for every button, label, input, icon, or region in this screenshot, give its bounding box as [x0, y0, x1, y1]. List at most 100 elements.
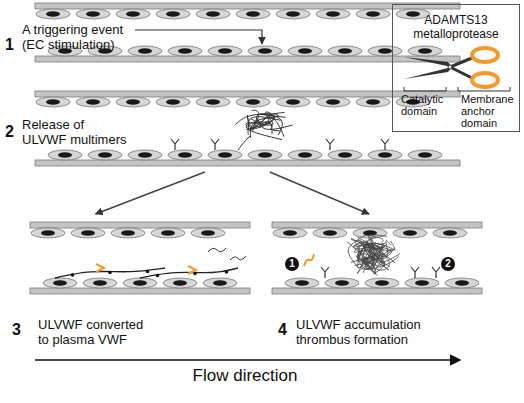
domain-label: Catalytic domain [401, 93, 451, 117]
receptor-symbol [411, 267, 419, 278]
callout-circle [285, 257, 299, 271]
endothelial-cell [83, 278, 117, 288]
adamts13-fragment [304, 254, 314, 266]
endothelial-cell [325, 278, 359, 288]
cell-nucleus [295, 280, 309, 286]
endothelial-cell [88, 150, 122, 160]
vwf-fragment [230, 256, 246, 260]
receptor-symbol [211, 139, 219, 150]
cell-nucleus [326, 99, 340, 105]
endothelial-cell [408, 46, 442, 56]
vwf-strand [371, 237, 384, 249]
cell-nucleus [126, 99, 140, 105]
domain-label: Membrane anchor domain [461, 93, 517, 129]
endothelial-cell [368, 150, 402, 160]
vwf-strand [251, 112, 285, 125]
vessel-wall [35, 91, 460, 97]
endothelial-cell [151, 228, 185, 238]
endothelial-cell [445, 278, 479, 288]
domain-bracket [458, 87, 510, 91]
scissors-blade [404, 67, 452, 79]
adamts13-symbol [96, 264, 104, 272]
vwf-strand [238, 136, 250, 150]
cell-nucleus [218, 48, 232, 54]
endothelial-cell [248, 150, 282, 160]
scissors-symbol [404, 48, 498, 87]
cell-nucleus [41, 230, 55, 236]
endothelial-cell [288, 150, 322, 160]
receptor-symbol [171, 139, 179, 150]
cell-nucleus [46, 11, 60, 17]
vessel-wall [30, 222, 250, 228]
endothelial-cell [328, 150, 362, 160]
endothelial-cell [236, 97, 270, 107]
vwf-fragment [208, 248, 226, 252]
cell-nucleus [418, 152, 432, 158]
vwf-strand [358, 243, 394, 274]
endothelial-cell [316, 9, 350, 19]
vwf-multimer-tangle [235, 110, 292, 139]
cell-nucleus [121, 230, 135, 236]
endothelial-cell [236, 9, 270, 19]
endothelial-cell [48, 150, 82, 160]
cell-nucleus [86, 99, 100, 105]
cell-nucleus [218, 152, 232, 158]
endothelial-cell [123, 278, 157, 288]
vessel-wall [35, 160, 460, 166]
flow-label: Flow direction [150, 366, 340, 386]
cell-nucleus [178, 48, 192, 54]
endothelial-cell [196, 9, 230, 19]
endothelial-cell [405, 278, 439, 288]
platelet-dot [71, 273, 75, 277]
endothelial-cell [393, 228, 427, 238]
cell-nucleus [161, 230, 175, 236]
key-box: ADAMTS13 metalloproteaseCatalytic domain… [392, 4, 520, 132]
endothelial-cell [356, 97, 390, 107]
vwf-strand [368, 247, 392, 266]
receptor-symbol [381, 139, 389, 150]
endothelial-cell [208, 46, 242, 56]
cell-nucleus [335, 280, 349, 286]
endothelial-cell [356, 9, 390, 19]
cell-nucleus [286, 99, 300, 105]
vwf-strand [249, 117, 285, 137]
cell-nucleus [246, 11, 260, 17]
process-panel: 1A triggering event (EC stimulation) [0, 0, 470, 68]
scissors-blade [404, 57, 452, 67]
cell-nucleus [338, 48, 352, 54]
cell-nucleus [46, 99, 60, 105]
step-caption: ULVWF converted to plasma VWF [38, 317, 150, 347]
callout-number: 1 [285, 257, 299, 271]
vessel-wall [35, 56, 460, 62]
endothelial-cell [208, 150, 242, 160]
endothelial-cell [43, 278, 77, 288]
cell-nucleus [201, 230, 215, 236]
endothelial-cell [163, 278, 197, 288]
endothelial-cell [353, 228, 387, 238]
process-panel: 4ULVWF accumulation thrombus formation [268, 214, 483, 348]
cell-nucleus [323, 230, 337, 236]
cell-nucleus [246, 99, 260, 105]
endothelial-cell [365, 278, 399, 288]
endothelial-cell [203, 278, 237, 288]
cell-nucleus [443, 230, 457, 236]
flow-arrow [35, 359, 452, 361]
vessel-wall [272, 288, 482, 294]
endothelial-cell [433, 228, 467, 238]
step-number: 1 [5, 36, 21, 54]
blood-vessel [35, 91, 460, 166]
step-caption: A triggering event (EC stimulation) [22, 22, 137, 52]
cell-nucleus [366, 11, 380, 17]
endothelial-cell [191, 228, 225, 238]
blood-vessel [272, 222, 482, 294]
key-title: ADAMTS13 metalloprotease [400, 13, 512, 41]
cell-nucleus [206, 99, 220, 105]
cell-nucleus [406, 11, 420, 17]
cell-nucleus [81, 230, 95, 236]
endothelial-cell [111, 228, 145, 238]
step-caption: ULVWF accumulation thrombus formation [296, 317, 431, 347]
scissors-arm [450, 67, 472, 78]
cell-nucleus [298, 48, 312, 54]
blood-vessel [30, 222, 250, 294]
